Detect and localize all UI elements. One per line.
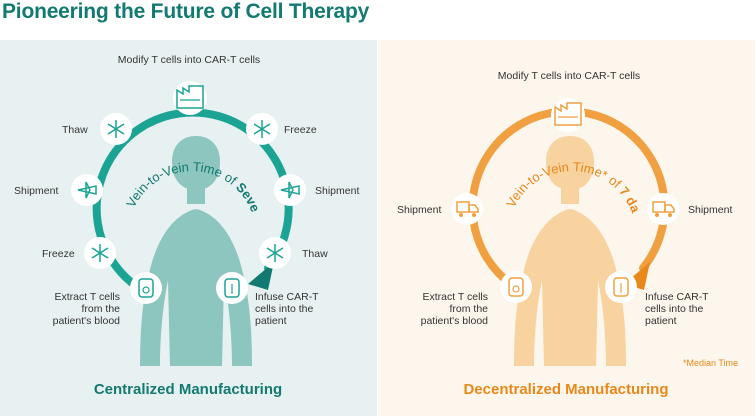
step-label-shipment: Shipment: [397, 204, 442, 216]
decentralized-heading: Decentralized Manufacturing: [463, 381, 669, 398]
snowflake-icon: [246, 113, 278, 145]
step-label-infuse: Infuse CAR-T cells into the patient: [645, 291, 709, 327]
blood-bag-icon: [130, 272, 162, 304]
step-label-modify: Modify T cells into CAR-T cells: [117, 54, 261, 66]
snowflake-icon: [84, 237, 116, 269]
step-label-shipment: Shipment: [688, 204, 733, 216]
airplane-icon: [274, 174, 306, 206]
blood-bag-icon: [500, 271, 532, 303]
step-label-infuse: Infuse CAR-T cells into the patient: [255, 291, 319, 327]
step-label-extract: Extract T cells from the patient's blood: [52, 291, 120, 327]
median-time-note: *Median Time: [683, 358, 739, 368]
truck-icon: [647, 193, 679, 225]
person-silhouette-centralized: [140, 136, 252, 366]
arc-arrowhead-centralized: [248, 262, 274, 290]
arc-text-prefix: Vein-to-Vein Time: [503, 159, 605, 210]
infusion-bag-icon: [605, 271, 637, 303]
step-label-freeze: Freeze: [284, 124, 317, 136]
truck-icon: [451, 193, 483, 225]
factory-icon: [551, 98, 585, 132]
step-label-freeze: Freeze: [42, 248, 75, 260]
snowflake-icon: [259, 237, 291, 269]
step-label-modify: Modify T cells into CAR-T cells: [497, 70, 641, 82]
airplane-icon: [71, 174, 103, 206]
page-title: Pioneering the Future of Cell Therapy: [2, 0, 370, 23]
centralized-heading: Centralized Manufacturing: [93, 381, 283, 398]
step-label-extract: Extract T cells from the patient's blood: [420, 291, 488, 327]
arc-text-star: *: [599, 167, 611, 183]
step-label-thaw: Thaw: [62, 124, 88, 136]
factory-icon: [173, 81, 207, 115]
step-label-thaw: Thaw: [302, 248, 328, 260]
step-label-shipment: Shipment: [315, 185, 360, 197]
snowflake-icon: [100, 113, 132, 145]
step-label-shipment: Shipment: [14, 185, 59, 197]
infusion-bag-icon: [216, 272, 248, 304]
person-silhouette-decentralized: [514, 136, 626, 366]
